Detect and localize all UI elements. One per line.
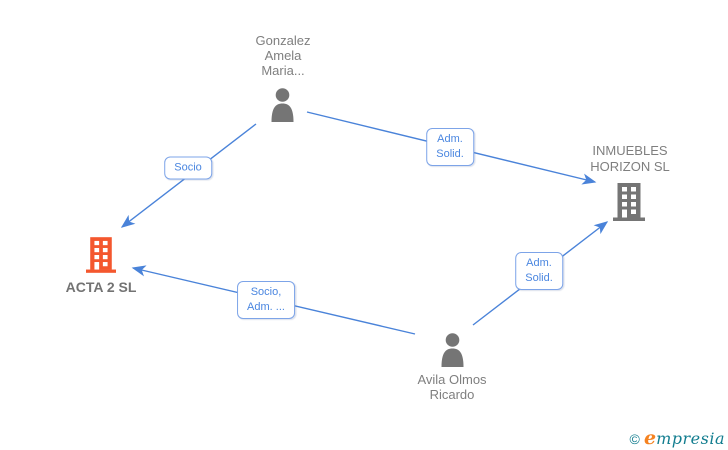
node-label: INMUEBLES HORIZON SL: [590, 143, 670, 174]
building-icon[interactable]: [86, 237, 116, 273]
node-label: Avila Olmos Ricardo: [417, 372, 487, 402]
node-label: ACTA 2 SL: [65, 279, 137, 295]
person-icon[interactable]: [437, 333, 468, 367]
empresia-logo: empresia: [644, 427, 725, 449]
edge-label-line: Socio,: [250, 286, 282, 298]
edge-label-line: Adm.: [437, 133, 463, 145]
person-icon[interactable]: [267, 88, 298, 122]
copyright-icon: ©: [629, 431, 640, 447]
node-label: Gonzalez Amela Maria...: [255, 33, 311, 78]
edge-label-line: Adm. ...: [247, 301, 285, 313]
edge-label-socio: Socio: [164, 156, 212, 180]
edge-label-line: Adm.: [526, 257, 552, 269]
edge-label-socio-adm: Socio, Adm. ...: [237, 281, 295, 319]
edge-label-line: Solid.: [436, 148, 464, 160]
edge-label-line: Solid.: [525, 272, 553, 284]
building-icon[interactable]: [613, 183, 645, 221]
empresia-watermark: © empresia: [630, 427, 726, 449]
edge-label-line: Socio: [174, 161, 202, 174]
edge-label-adm-solid-top: Adm. Solid.: [426, 128, 474, 166]
edge-label-adm-solid-bottom: Adm. Solid.: [515, 252, 563, 290]
